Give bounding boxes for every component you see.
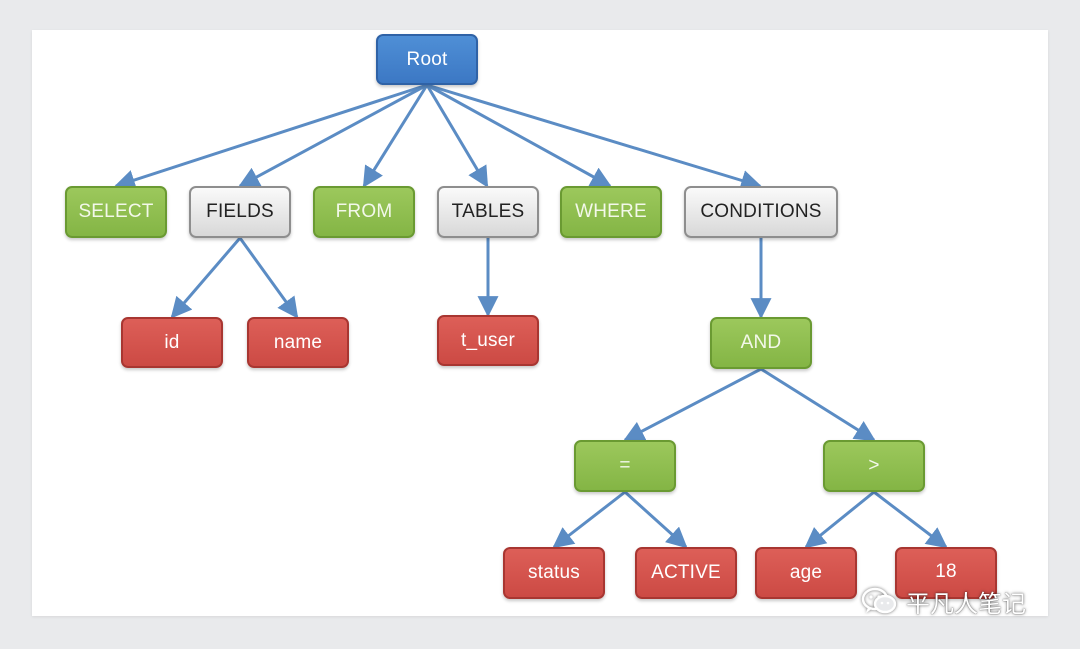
edge-root-conditions xyxy=(426,83,763,191)
fields-node: FIELDS xyxy=(189,186,291,238)
edge-root-where xyxy=(426,83,612,188)
edge-root-select xyxy=(114,83,428,191)
table-tuser-node: t_user xyxy=(437,315,539,366)
from-node: FROM xyxy=(313,186,415,238)
edge-fields-id xyxy=(170,237,242,319)
edge-eq-active xyxy=(623,490,688,549)
and-node: AND xyxy=(710,317,812,369)
gt-operator-node: > xyxy=(823,440,925,492)
eq-operator-node: = xyxy=(574,440,676,492)
active-node: ACTIVE xyxy=(635,547,737,599)
edge-gt-age xyxy=(804,490,875,549)
edge-and-gt xyxy=(760,367,876,442)
age-node: age xyxy=(755,547,857,599)
edge-and-eq xyxy=(623,367,762,442)
conditions-node: CONDITIONS xyxy=(684,186,838,238)
field-id-node: id xyxy=(121,317,223,368)
watermark: 平凡人笔记 xyxy=(860,584,1026,618)
where-node: WHERE xyxy=(560,186,662,238)
edge-gt-18 xyxy=(873,490,948,549)
tables-node: TABLES xyxy=(437,186,539,238)
edge-root-from xyxy=(362,84,429,188)
field-name-node: name xyxy=(247,317,349,368)
edge-fields-name xyxy=(238,237,299,319)
value-18-node: 18 xyxy=(895,547,997,599)
edge-eq-status xyxy=(552,490,626,549)
edge-root-fields xyxy=(238,83,428,188)
edge-root-tables xyxy=(425,84,489,188)
root-node: Root xyxy=(376,34,478,85)
wechat-icon xyxy=(861,587,897,614)
watermark-text: 平凡人笔记 xyxy=(906,590,1026,618)
select-node: SELECT xyxy=(65,186,167,238)
status-node: status xyxy=(503,547,605,599)
